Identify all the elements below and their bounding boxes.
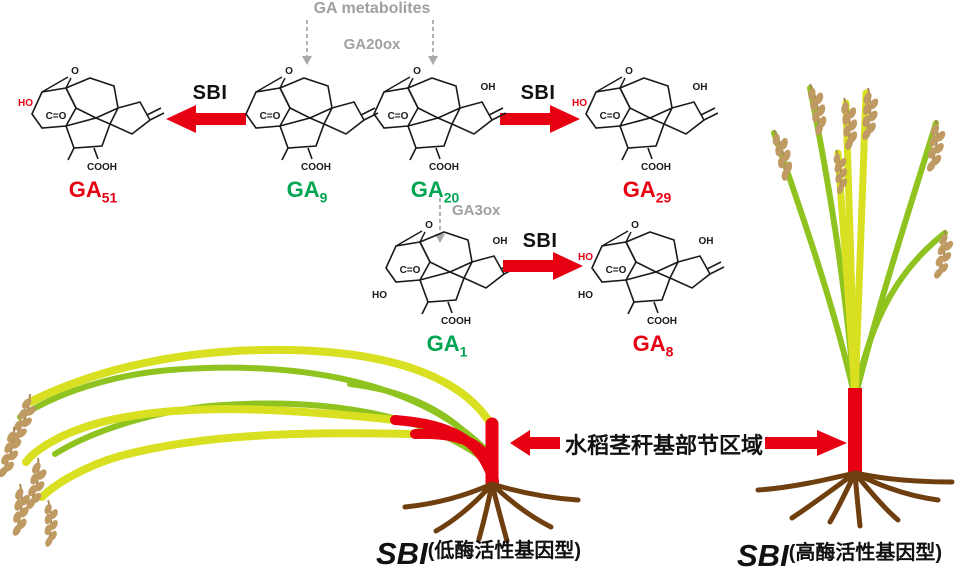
lodged-plant-red-basal-internodes	[390, 415, 499, 489]
dashed-arrow-to-ga9	[302, 20, 312, 65]
ga8-name: GA8	[632, 331, 674, 360]
lactone-label: C=O	[400, 265, 421, 276]
cooh-label: COOH	[429, 162, 459, 173]
dashed-arrow-to-ga20	[428, 20, 438, 65]
oxygen-bridge-label: O	[71, 66, 79, 77]
dashed-arrow-to-ga1	[435, 198, 445, 243]
lodged-plant-leaves	[17, 364, 493, 467]
upright-rice-plant-illustration	[755, 81, 960, 529]
hydroxyl-left-label: HO	[572, 98, 587, 109]
low-activity-genotype-text: (低酶活性基因型)	[427, 540, 582, 562]
ga20-skeleton: O OH C=O COOH	[373, 66, 507, 173]
oxygen-bridge-label: O	[425, 220, 433, 231]
sbi-arrow-bottom-icon	[503, 252, 583, 280]
oxygen-bridge-label: O	[413, 66, 421, 77]
lactone-label: C=O	[606, 265, 627, 276]
upright-plant-red-basal-internode	[848, 388, 862, 482]
sbi-gene-name-right: SBI	[737, 538, 789, 573]
hydroxyl-bottom-label: HO	[372, 290, 387, 301]
hydroxyl-top-label: OH	[693, 82, 708, 93]
lodged-plant-roots	[402, 481, 581, 544]
hydroxyl-top-label: OH	[481, 82, 496, 93]
lodged-plant-stems	[22, 345, 496, 501]
hydroxyl-top-label: OH	[493, 236, 508, 247]
cooh-label: COOH	[641, 162, 671, 173]
ga20ox-label: GA20ox	[343, 36, 401, 53]
upright-plant-roots	[755, 470, 955, 529]
sbi-label-left: SBI	[192, 82, 228, 104]
oxygen-bridge-label: O	[625, 66, 633, 77]
cooh-label: COOH	[647, 316, 677, 327]
basal-node-annotation: 水稻茎秆基部节区域	[565, 433, 764, 458]
ga1-name: GA1	[426, 331, 468, 360]
high-activity-genotype-text: (高酶活性基因型)	[788, 542, 943, 564]
oxygen-bridge-label: O	[285, 66, 293, 77]
ga29-name: GA29	[622, 177, 672, 206]
ga8-skeleton: O HO OH HO C=O COOH	[578, 220, 725, 327]
lactone-label: C=O	[260, 111, 281, 122]
ga8-structure: O HO OH HO C=O COOH GA8	[578, 216, 728, 359]
annotation-arrow-right-icon	[765, 430, 847, 456]
sbi-label-right: SBI	[520, 82, 556, 104]
lactone-label: C=O	[388, 111, 409, 122]
ga20-name: GA20	[410, 177, 460, 206]
lactone-label: C=O	[600, 111, 621, 122]
ga51-name: GA51	[68, 177, 118, 206]
ga29-skeleton: O HO OH C=O COOH	[572, 66, 719, 173]
hydroxyl-bottom-label: HO	[578, 290, 593, 301]
sbi-gene-name-left: SBI	[376, 536, 428, 571]
sbi-label-bottom: SBI	[522, 230, 558, 252]
ga1-skeleton: O OH HO C=O COOH	[372, 220, 519, 327]
hydroxyl-left-label: HO	[578, 252, 593, 263]
oxygen-bridge-label: O	[631, 220, 639, 231]
ga29-structure: O HO OH C=O COOH GA29	[572, 62, 722, 205]
ga1-structure: O OH HO C=O COOH GA1	[372, 216, 522, 359]
sbi-arrow-left-icon	[166, 105, 246, 133]
ga9-skeleton: O C=O COOH	[245, 66, 379, 173]
cooh-label: COOH	[301, 162, 331, 173]
lodged-rice-plant-illustration	[0, 345, 581, 550]
cooh-label: COOH	[87, 162, 117, 173]
ga3ox-label: GA3ox	[452, 202, 501, 219]
low-activity-genotype-label: SBI(低酶活性基因型)	[376, 538, 581, 569]
hydroxyl-left-label: HO	[18, 98, 33, 109]
annotation-arrow-left-icon	[510, 430, 560, 456]
hydroxyl-top-label: OH	[699, 236, 714, 247]
lactone-label: C=O	[46, 111, 67, 122]
ga51-skeleton: O HO C=O COOH	[18, 66, 165, 173]
ga9-name: GA9	[286, 177, 328, 206]
sbi-arrow-right-icon	[500, 105, 580, 133]
high-activity-genotype-label: SBI(高酶活性基因型)	[737, 540, 942, 571]
ga-metabolites-label: GA metabolites	[313, 0, 431, 17]
ga51-structure: O HO C=O COOH GA51	[18, 62, 168, 205]
cooh-label: COOH	[441, 316, 471, 327]
ga20-structure: O OH C=O COOH GA20	[360, 62, 510, 205]
lodged-plant-panicles	[0, 391, 63, 550]
ga9-structure: O C=O COOH GA9	[232, 62, 382, 205]
